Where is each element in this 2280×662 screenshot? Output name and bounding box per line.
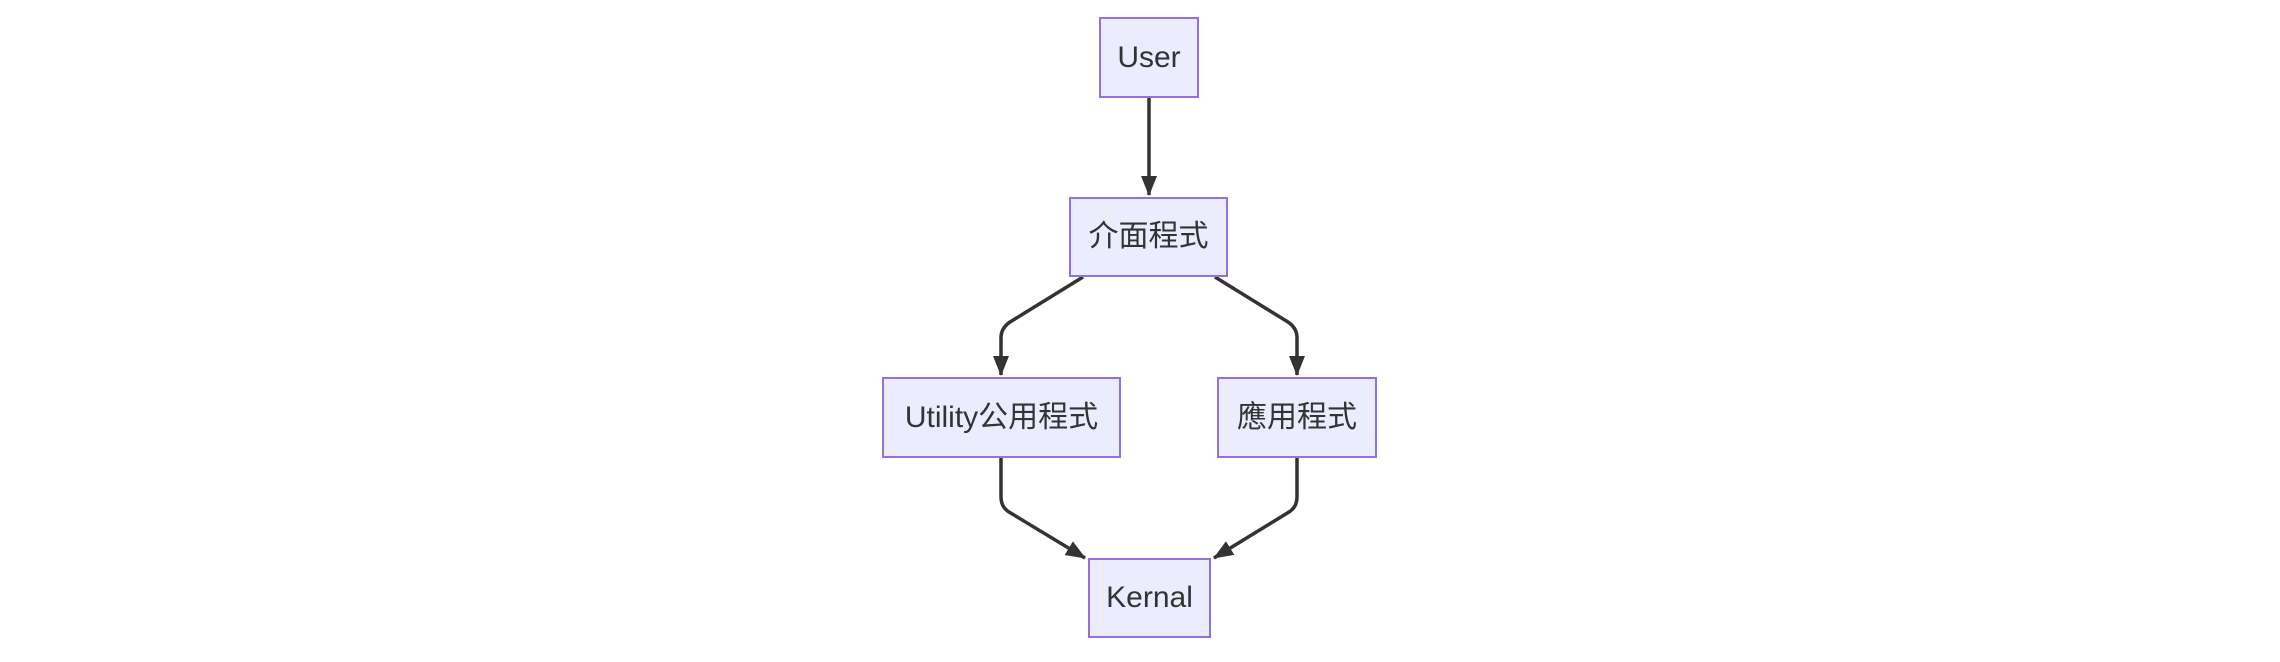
node-interface: 介面程式	[1069, 197, 1228, 277]
edge-application-to-kernel	[1213, 458, 1299, 560]
node-user-label: User	[1117, 40, 1181, 74]
edge-utility-to-kernel	[999, 458, 1086, 560]
edge-interface-to-utility	[993, 275, 1084, 376]
node-kernel: Kernal	[1088, 558, 1211, 638]
node-application: 應用程式	[1217, 377, 1377, 458]
node-utility: Utility公用程式	[882, 377, 1121, 458]
edge-interface-to-application	[1214, 275, 1305, 376]
node-utility-label: Utility公用程式	[904, 400, 1099, 434]
node-kernel-label: Kernal	[1106, 581, 1193, 614]
node-user: User	[1099, 17, 1199, 98]
node-application-label: 應用程式	[1237, 400, 1357, 434]
node-interface-label: 介面程式	[1088, 220, 1209, 253]
